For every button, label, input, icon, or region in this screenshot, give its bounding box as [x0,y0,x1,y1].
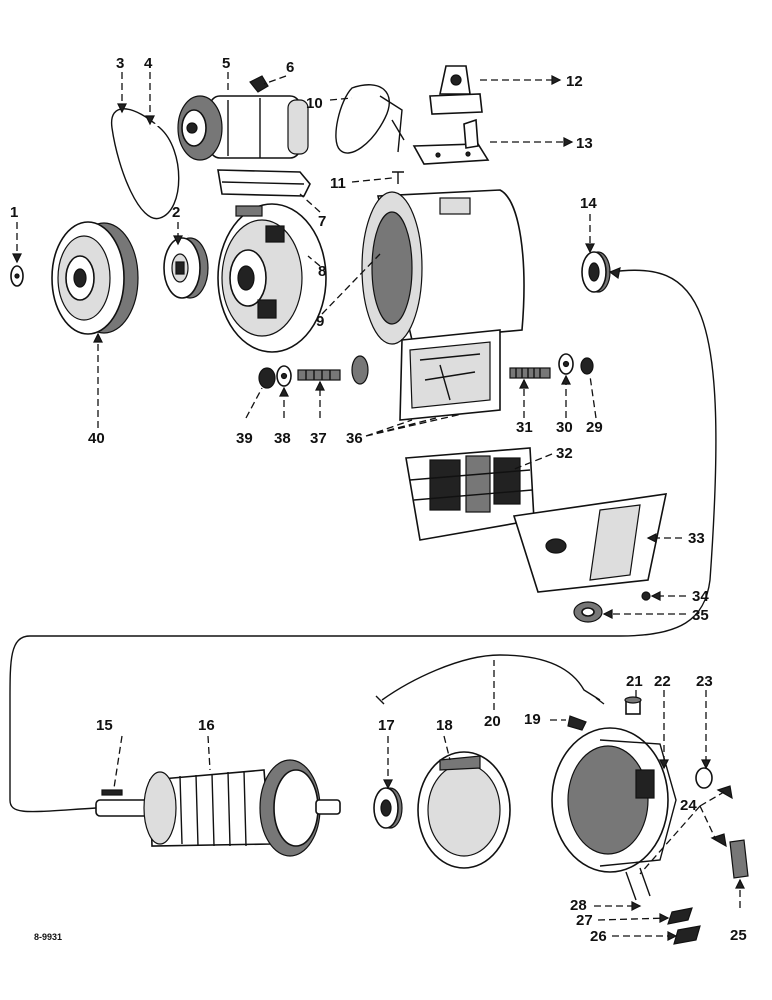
part-8-fan-housing [217,203,327,353]
part-17-bearing [373,787,403,829]
part-23-washer [695,767,713,789]
part-33-cover-plate [512,493,668,593]
part-2-pulley-hub [163,237,209,299]
part-21-bushing [624,696,642,715]
callout-30: 30 [556,419,573,436]
callout-22: 22 [654,673,671,690]
callout-2: 2 [172,204,180,221]
part-25-brush-strip [729,839,749,879]
callout-19: 19 [524,711,541,728]
part-40-double-pulley [51,221,139,335]
callout-35: 35 [692,607,709,624]
callout-1: 1 [10,204,18,221]
callout-27: 27 [576,912,593,929]
callout-9: 9 [316,313,324,330]
callout-37: 37 [310,430,327,447]
callout-10: 10 [306,95,323,112]
part-16-armature [95,759,341,857]
callout-25: 25 [730,927,747,944]
part-22-field-frame [551,727,677,873]
arrowheads [12,75,745,941]
callout-11: 11 [330,175,346,192]
callout-17: 17 [378,717,395,734]
part-24-clips [710,785,733,848]
part-15-key [101,789,123,796]
callout-12: 12 [566,73,583,90]
part-18-end-cover [417,751,511,869]
callout-13: 13 [576,135,593,152]
callout-24: 24 [680,797,697,814]
part-29-nut [580,357,594,375]
callout-32: 32 [556,445,573,462]
callout-21: 21 [626,673,643,690]
part-3-belt [110,108,180,220]
callout-34: 34 [692,588,709,605]
part-27-brush [667,907,693,925]
part-13-angle-bracket [412,118,490,165]
part-11-screw [392,171,404,184]
callout-40: 40 [88,430,105,447]
part-5-motor [177,95,309,161]
part-20-cable [375,654,605,705]
callout-7: 7 [318,213,326,230]
callout-36: 36 [346,430,363,447]
callout-4: 4 [144,55,153,72]
part-10-wiring-harness [335,84,405,154]
part-31-stud [509,367,551,379]
callout-labels: 1 2 3 4 5 6 7 8 9 10 11 12 13 14 15 16 1… [10,55,747,945]
part-28-screw [625,867,651,901]
part-26-brush [673,925,701,945]
part-39-nut [258,367,276,389]
callout-29: 29 [586,419,603,436]
part-9-main-housing [351,189,525,421]
callout-20: 20 [484,713,501,730]
callout-15: 15 [96,717,113,734]
part-30-washer [558,353,574,375]
part-19-clip [567,715,587,731]
part-37-stud [297,369,341,381]
part-32-regulator-assembly [405,447,535,541]
callout-5: 5 [222,55,230,72]
callout-3: 3 [116,55,124,72]
part-12-mounting-foot [429,65,483,115]
leader-lines [9,72,741,937]
drawing-code: 8-9931 [34,932,62,942]
callout-38: 38 [274,430,291,447]
part-6-clip [249,75,269,93]
callout-31: 31 [516,419,533,436]
callout-16: 16 [198,717,215,734]
part-7-bracket [217,169,311,197]
part-35-grommet [573,601,603,623]
callout-23: 23 [696,673,713,690]
part-34-screw [641,591,651,601]
part-38-washer [276,365,292,387]
callout-26: 26 [590,928,607,945]
callout-28: 28 [570,897,587,914]
callout-14: 14 [580,195,597,212]
callout-8: 8 [318,263,326,280]
callout-18: 18 [436,717,453,734]
part-14-bearing [581,251,611,293]
callout-33: 33 [688,530,705,547]
part-1-washer [10,265,24,287]
callout-39: 39 [236,430,253,447]
callout-6: 6 [286,59,294,76]
